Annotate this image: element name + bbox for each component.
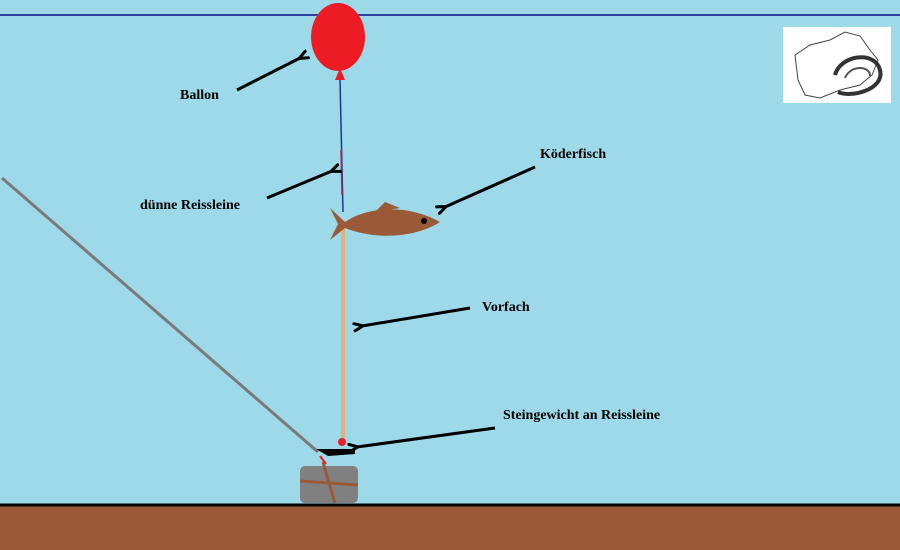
label-stone-weight: Steingewicht an Reissleine xyxy=(503,408,660,423)
label-balloon: Ballon xyxy=(180,88,219,103)
balloon xyxy=(311,3,365,71)
bait-fish xyxy=(330,202,440,240)
region-map-catfish-logo xyxy=(783,27,891,103)
release-clip xyxy=(316,449,355,456)
leader-bead xyxy=(338,438,346,446)
label-thin-line: dünne Reissleine xyxy=(140,198,240,213)
arrow-balloon xyxy=(236,58,300,92)
arrow-leader xyxy=(362,306,471,326)
arrow-stone-weight xyxy=(357,426,496,447)
arrow-bait-fish xyxy=(445,165,536,207)
arrow-thin-line xyxy=(266,171,332,200)
label-bait-fish: Köderfisch xyxy=(540,147,606,162)
balloon-knot xyxy=(335,68,345,80)
label-leader: Vorfach xyxy=(482,300,530,315)
ground xyxy=(0,504,900,550)
main-line xyxy=(1,176,319,454)
